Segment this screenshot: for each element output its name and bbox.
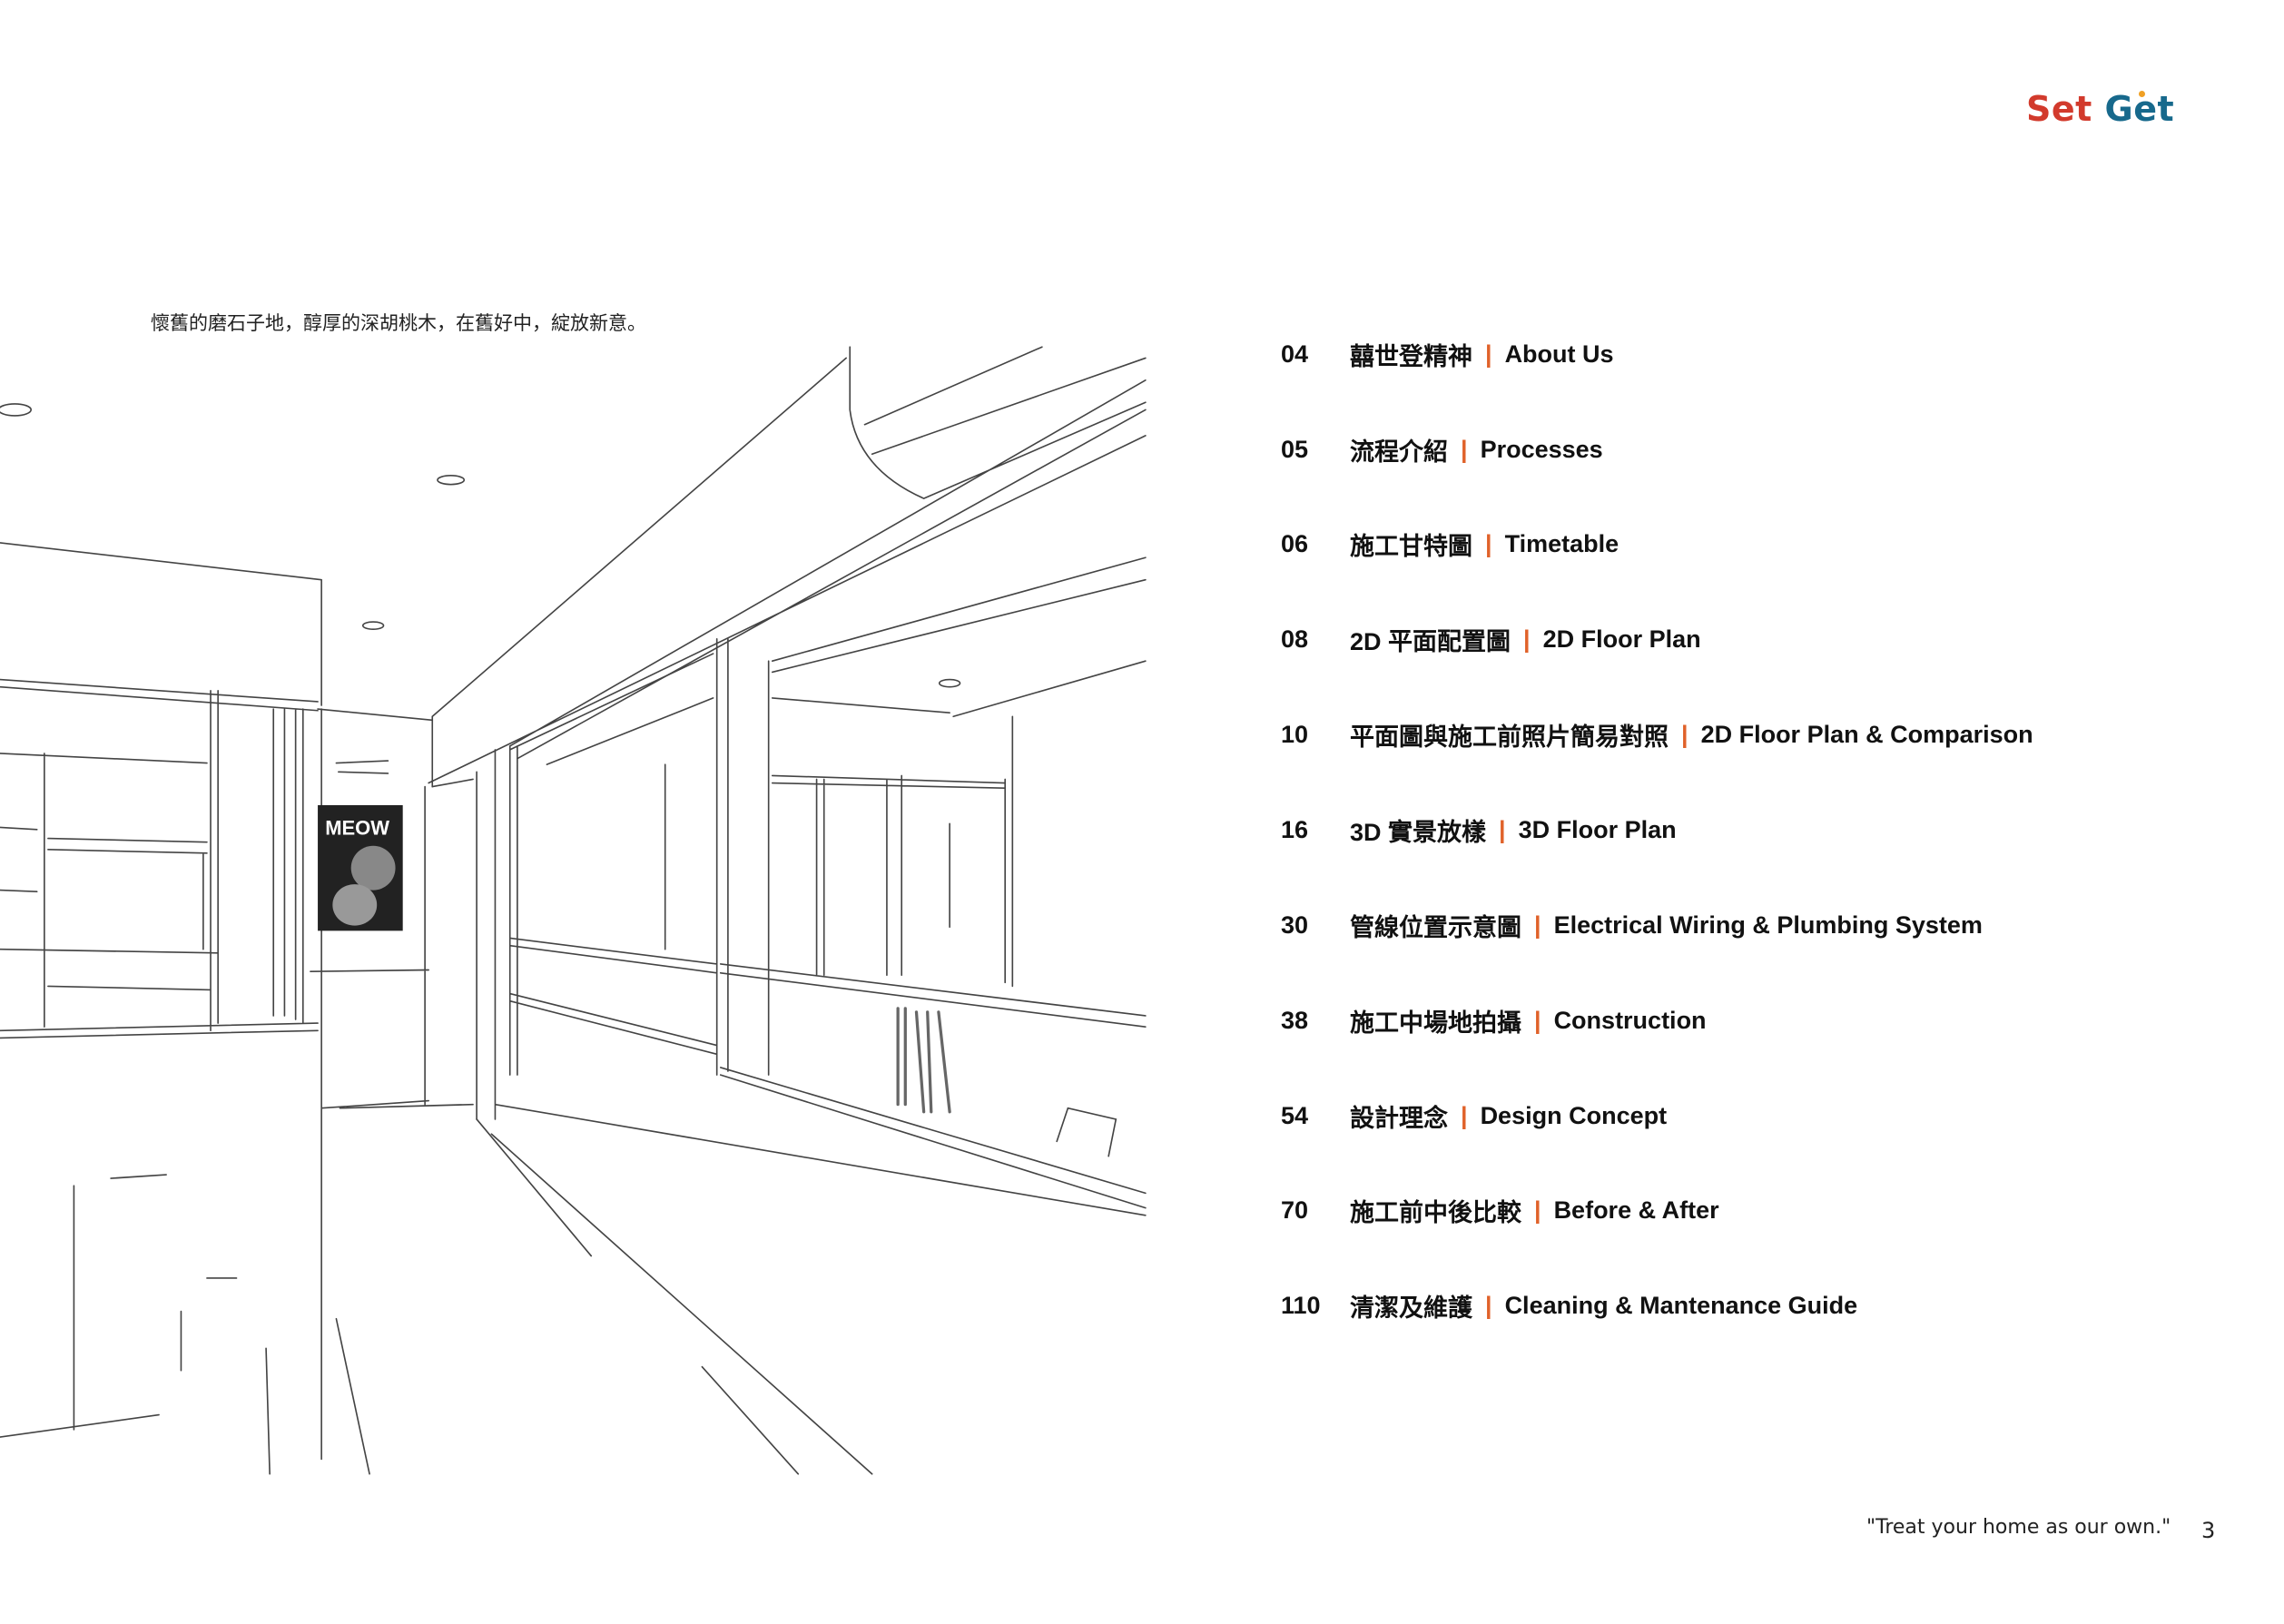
toc-page: 08 xyxy=(1281,625,1309,653)
toc-separator: | xyxy=(1485,340,1492,368)
toc-en: About Us xyxy=(1504,340,1614,368)
toc-en: 2D Floor Plan & Comparison xyxy=(1700,720,2033,748)
logo-dot-icon xyxy=(2138,91,2145,97)
toc-item-about-us[interactable]: 04 囍世登精神 | About Us xyxy=(1281,336,1614,372)
toc-item-processes[interactable]: 05 流程介紹 | Processes xyxy=(1281,431,1603,468)
footer-quote: "Treat your home as our own." xyxy=(1866,1516,2171,1539)
toc-zh: 設計理念 xyxy=(1350,1104,1448,1132)
toc-separator: | xyxy=(1534,1196,1541,1224)
toc-zh: 流程介紹 xyxy=(1350,438,1448,466)
toc-item-construction[interactable]: 38 施工中場地拍攝 | Construction xyxy=(1281,1002,1707,1038)
back-wall-lines xyxy=(310,708,474,1461)
ceiling-lines xyxy=(0,346,1147,788)
page-number: 3 xyxy=(2201,1518,2216,1543)
logo-get-g: G xyxy=(2104,89,2134,129)
toc-en: 3D Floor Plan xyxy=(1518,815,1677,843)
toc-item-cleaning-guide[interactable]: 110 清潔及維護 | Cleaning & Mantenance Guide xyxy=(1281,1287,1857,1324)
toc-item-before-after[interactable]: 70 施工前中後比較 | Before & After xyxy=(1281,1192,1719,1228)
glass-wall-lines xyxy=(476,637,1147,1216)
toc-page: 16 xyxy=(1281,815,1309,843)
toc-separator: | xyxy=(1534,1006,1541,1034)
toc-zh: 施工中場地拍攝 xyxy=(1350,1009,1521,1037)
toc-page: 54 xyxy=(1281,1101,1309,1129)
toc-page: 04 xyxy=(1281,340,1309,368)
toc-en: Cleaning & Mantenance Guide xyxy=(1504,1291,1858,1319)
toc-en: Before & After xyxy=(1553,1196,1719,1224)
toc-zh: 3D 實景放樣 xyxy=(1350,818,1487,846)
toc-item-2d-floor-plan[interactable]: 08 2D 平面配置圖 | 2D Floor Plan xyxy=(1281,621,1701,657)
toc-separator: | xyxy=(1523,625,1531,653)
logo-get: Get xyxy=(2105,89,2175,129)
logo-set: Set xyxy=(2026,89,2092,129)
toc-page: 110 xyxy=(1281,1291,1321,1319)
floor-lines xyxy=(0,1118,873,1475)
toc-zh: 施工甘特圖 xyxy=(1350,532,1472,560)
toc-page: 06 xyxy=(1281,529,1309,557)
toc-separator: | xyxy=(1499,815,1506,843)
toc-separator: | xyxy=(1485,529,1492,557)
sketch-caption: 懷舊的磨石子地，醇厚的深胡桃木，在舊好中，綻放新意。 xyxy=(151,312,646,334)
toc-en: Timetable xyxy=(1504,529,1619,557)
toc-separator: | xyxy=(1681,720,1688,748)
toc-zh: 管線位置示意圖 xyxy=(1350,913,1521,941)
toc-zh: 清潔及維護 xyxy=(1350,1294,1472,1322)
toc-item-3d-floor-plan[interactable]: 16 3D 實景放樣 | 3D Floor Plan xyxy=(1281,812,1677,848)
toc-item-wiring-plumbing[interactable]: 30 管線位置示意圖 | Electrical Wiring & Plumbing S… xyxy=(1281,907,1983,943)
toc-en: Design Concept xyxy=(1480,1101,1668,1129)
toc-en: Construction xyxy=(1553,1006,1707,1034)
toc-separator: | xyxy=(1534,910,1541,939)
toc-en: Electrical Wiring & Plumbing System xyxy=(1553,910,1983,939)
toc-en: 2D Floor Plan xyxy=(1542,625,1701,653)
toc-page: 10 xyxy=(1281,720,1309,748)
toc-page: 70 xyxy=(1281,1196,1309,1224)
toc-zh: 2D 平面配置圖 xyxy=(1350,627,1511,655)
logo-get-e: e xyxy=(2133,89,2158,129)
toc-zh: 平面圖與施工前照片簡易對照 xyxy=(1350,723,1669,751)
toc-separator: | xyxy=(1461,1101,1468,1129)
logo-get-t: t xyxy=(2157,89,2175,129)
toc-zh: 施工前中後比較 xyxy=(1350,1198,1521,1226)
toc-item-floor-plan-comparison[interactable]: 10 平面圖與施工前照片簡易對照 | 2D Floor Plan & Comparis… xyxy=(1281,716,2033,753)
toc-item-design-concept[interactable]: 54 設計理念 | Design Concept xyxy=(1281,1097,1667,1134)
toc-en: Processes xyxy=(1480,435,1603,463)
interior-sketch: MEOW xyxy=(0,346,1147,1475)
setget-logo: Set Get xyxy=(2026,89,2174,129)
left-wall-lines xyxy=(0,542,322,1039)
poster: MEOW xyxy=(318,804,403,931)
poster-text: MEOW xyxy=(325,817,389,840)
toc-page: 05 xyxy=(1281,435,1309,463)
toc-zh: 囍世登精神 xyxy=(1350,342,1472,370)
toc-page: 38 xyxy=(1281,1006,1309,1034)
toc-separator: | xyxy=(1461,435,1468,463)
toc-item-timetable[interactable]: 06 施工甘特圖 | Timetable xyxy=(1281,526,1619,562)
toc-page: 30 xyxy=(1281,910,1309,939)
toc-separator: | xyxy=(1485,1291,1492,1319)
